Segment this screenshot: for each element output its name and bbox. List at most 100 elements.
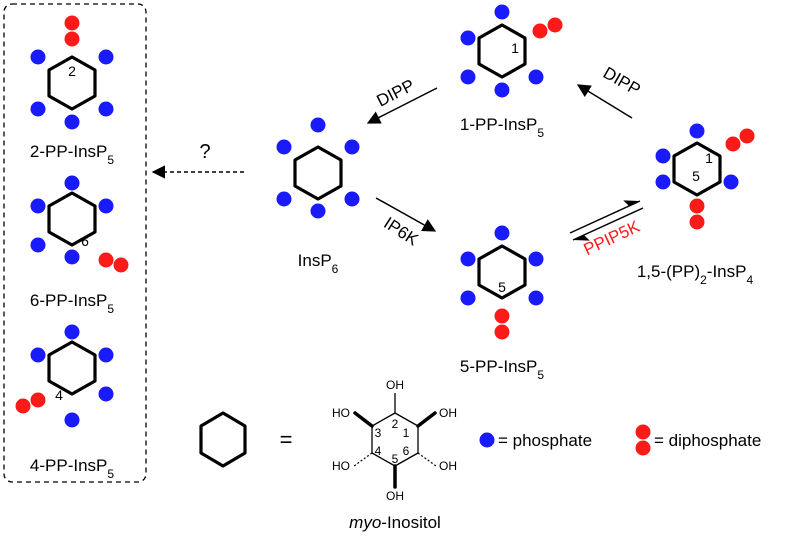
dipp-arrow-left xyxy=(366,87,438,124)
diphosphate-legend-dot xyxy=(635,440,651,456)
phosphate-dot xyxy=(460,69,476,85)
phosphate-legend-dot xyxy=(479,432,495,448)
diphosphate-dot xyxy=(15,398,31,414)
phosphate-dot xyxy=(30,49,46,65)
phosphate-dot xyxy=(460,30,476,46)
phosphate-dot xyxy=(655,148,671,164)
oh-label: OH xyxy=(386,378,404,392)
phosphate-dot xyxy=(528,290,544,306)
phosphate-dot xyxy=(494,4,510,20)
compound-label-insp6: InsP6 xyxy=(298,251,339,276)
oh-label: OH xyxy=(386,489,404,503)
molecule-5-pp-insp5: 5 5-PP-InsP5 xyxy=(460,225,544,382)
oh-label: OH xyxy=(439,459,457,473)
candidate-isomers-box xyxy=(3,3,147,483)
ppip5k-reverse-arrow xyxy=(572,207,644,241)
compound-label-2-pp-insp5: 2-PP-InsP5 xyxy=(30,142,114,167)
phosphate-dot xyxy=(30,347,46,363)
dipp-arrow-right xyxy=(576,84,633,119)
phosphate-dot xyxy=(64,324,80,340)
phosphate-dot xyxy=(64,249,80,265)
compound-label-6-pp-insp5: 6-PP-InsP5 xyxy=(30,291,114,316)
phosphate-dot xyxy=(98,347,114,363)
compound-label-4-pp-insp5: 4-PP-InsP5 xyxy=(30,456,114,481)
myo-inositol-structure: OH HO OH HO OH OH 2 3 1 4 6 5 xyxy=(332,378,457,503)
diphosphate-dot xyxy=(64,15,80,31)
ppip5k-forward-arrow xyxy=(569,200,641,234)
phosphate-dot xyxy=(276,139,292,155)
diphosphate-dot xyxy=(113,257,129,273)
diphosphate-dot xyxy=(494,324,510,340)
phosphate-dot xyxy=(30,198,46,214)
carbon-number: 2 xyxy=(392,417,399,431)
phosphate-dot xyxy=(344,191,360,207)
phosphate-dot xyxy=(494,82,510,98)
phosphate-dot xyxy=(460,290,476,306)
phosphate-dot xyxy=(98,49,114,65)
carbon-number: 1 xyxy=(403,426,410,440)
phosphate-dot xyxy=(494,225,510,241)
phosphate-dot xyxy=(98,101,114,117)
enzyme-label-ip6k: IP6K xyxy=(380,213,422,249)
compound-label-1-pp-insp5: 1-PP-InsP5 xyxy=(460,115,544,140)
legend: = OH HO OH HO OH OH 2 3 1 4 6 5 myo-Inos… xyxy=(199,378,761,532)
diphosphate-dot xyxy=(547,17,563,33)
carbon-number: 6 xyxy=(403,444,410,458)
enzyme-label-dipp-right: DIPP xyxy=(600,63,644,99)
ip6k-arrow xyxy=(375,197,437,232)
phosphate-dot xyxy=(344,139,360,155)
phosphate-legend-label: = phosphate xyxy=(498,431,592,450)
diphosphate-dot xyxy=(494,308,510,324)
carbon-number: 4 xyxy=(375,444,382,458)
carbon-number: 3 xyxy=(375,426,382,440)
diphosphate-legend-dot xyxy=(635,424,651,440)
phosphate-dot xyxy=(460,251,476,267)
legend-equals-sign: = xyxy=(280,427,293,452)
enzyme-label-dipp-left: DIPP xyxy=(374,76,418,111)
oh-label: OH xyxy=(439,406,457,420)
carbon-number: 5 xyxy=(392,452,399,466)
ring-position-label: 6 xyxy=(81,233,89,249)
ho-label: HO xyxy=(332,459,350,473)
phosphate-dot xyxy=(30,237,46,253)
molecule-2-pp-insp5: 2 2-PP-InsP5 xyxy=(30,15,114,167)
ring-position-label: 4 xyxy=(55,387,63,403)
unknown-mark: ? xyxy=(199,141,210,163)
diphosphate-dot xyxy=(532,23,548,39)
ho-label: HO xyxy=(332,406,350,420)
phosphate-dot xyxy=(723,174,739,190)
phosphate-dot xyxy=(30,101,46,117)
phosphate-dot xyxy=(689,123,705,139)
phosphate-dot xyxy=(528,69,544,85)
molecule-insp6: InsP6 xyxy=(276,117,360,276)
phosphate-dot xyxy=(276,191,292,207)
phosphate-dot xyxy=(98,198,114,214)
phosphate-dot xyxy=(98,386,114,402)
molecule-1-pp-insp5: 1 1-PP-InsP5 xyxy=(460,4,563,140)
phosphate-dot xyxy=(64,175,80,191)
ring-position-label: 2 xyxy=(68,63,76,79)
molecule-4-pp-insp5: 4 4-PP-InsP5 xyxy=(15,324,114,481)
diphosphate-dot xyxy=(689,214,705,230)
ring-position-label: 5 xyxy=(692,168,700,184)
phosphate-dot xyxy=(528,251,544,267)
ring-position-label: 1 xyxy=(705,150,713,166)
diphosphate-dot xyxy=(64,31,80,47)
molecule-1-5-pp2-insp4: 1 5 1,5-(PP)2-InsP4 xyxy=(637,123,755,287)
diphosphate-dot xyxy=(30,392,46,408)
phosphate-dot xyxy=(655,174,671,190)
diphosphate-dot xyxy=(689,198,705,214)
compound-label-1-5-pp2-insp4: 1,5-(PP)2-InsP4 xyxy=(637,262,754,287)
phosphate-dot xyxy=(310,117,326,133)
myo-inositol-caption: myo-Inositol xyxy=(349,513,441,532)
phosphate-dot xyxy=(64,412,80,428)
phosphate-dot xyxy=(64,114,80,130)
phosphate-dot xyxy=(310,203,326,219)
ring-position-label: 5 xyxy=(498,279,506,295)
diphosphate-dot xyxy=(739,128,755,144)
diphosphate-dot xyxy=(725,136,741,152)
molecule-6-pp-insp5: 6 6-PP-InsP5 xyxy=(30,175,129,316)
legend-hexagon xyxy=(199,411,247,468)
